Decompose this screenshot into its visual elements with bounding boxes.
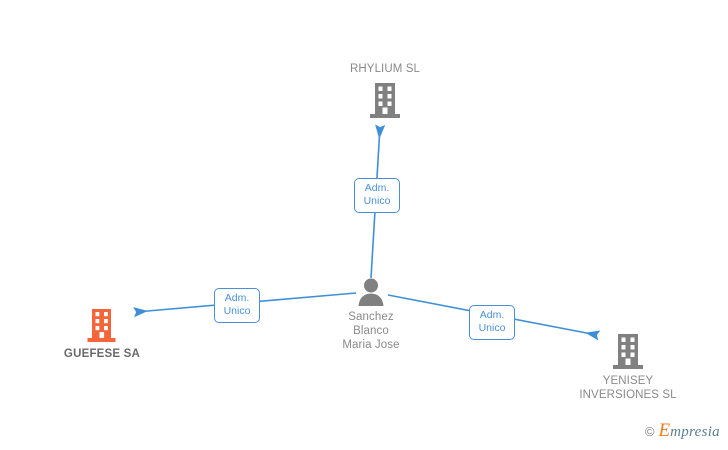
- node-guefese[interactable]: GUEFESE SA: [22, 307, 182, 361]
- building-icon: [612, 332, 644, 370]
- edge-label-adm-unico-guefese[interactable]: Adm. Unico: [214, 288, 260, 323]
- node-guefese-label: GUEFESE SA: [63, 348, 141, 360]
- node-person[interactable]: Sanchez Blanco Maria Jose: [291, 278, 451, 352]
- node-rhylium[interactable]: RHYLIUM SL: [305, 62, 465, 119]
- edge-label-adm-unico-yenisey[interactable]: Adm. Unico: [469, 305, 515, 340]
- watermark-brand-rest: mpresia: [670, 424, 720, 440]
- watermark: © Empresia: [645, 420, 720, 442]
- copyright-icon: ©: [644, 423, 655, 439]
- watermark-brand-initial: E: [658, 420, 671, 441]
- person-icon: [356, 278, 386, 306]
- watermark-brand: Empresia: [659, 420, 721, 442]
- node-rhylium-label: RHYLIUM SL: [349, 63, 421, 75]
- node-yenisey[interactable]: YENISEY INVERSIONES SL: [548, 332, 708, 402]
- node-person-label: Sanchez Blanco Maria Jose: [342, 311, 400, 351]
- building-icon: [369, 81, 401, 119]
- node-yenisey-label: YENISEY INVERSIONES SL: [579, 375, 677, 401]
- edge-label-adm-unico-rhylium[interactable]: Adm. Unico: [354, 178, 400, 213]
- building-icon: [87, 307, 117, 343]
